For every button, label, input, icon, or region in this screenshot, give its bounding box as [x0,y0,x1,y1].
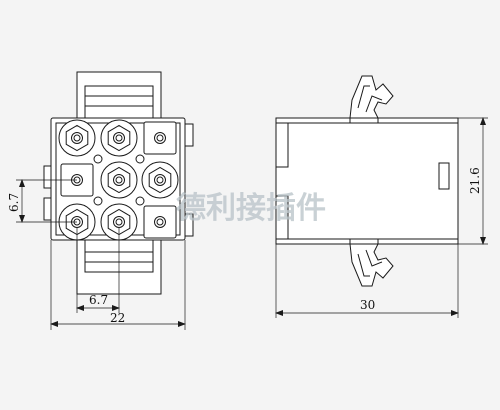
terminal-hole-outer [154,174,166,186]
polarizing-dot [135,154,145,164]
terminal-hole-outer [71,132,83,144]
cavity-hex-outer [58,119,96,157]
side-lock-window [438,162,450,190]
polarizing-dot [93,154,103,164]
terminal-hole-inner [156,218,164,226]
side-dimensions: 30 21.6 [275,117,488,318]
cavity-hex [65,124,89,152]
dim-height-label: 21.6 [468,167,482,194]
front-dimensions: 22 6.7 6.7 [7,179,186,330]
terminal-hole-outer [154,132,166,144]
cavity-hex [148,166,172,194]
polarizing-dot [93,196,103,206]
top-latch [76,71,162,119]
side-view [275,75,459,287]
side-rib-lower [275,195,289,240]
cavity-hex [107,166,131,194]
terminal-hole-inner [156,134,164,142]
terminal-hole-outer [113,132,125,144]
watermark-text: 德利接插件 [176,191,326,226]
side-bottom-latch [349,243,394,287]
front-view [43,71,194,295]
cavity-hex [107,124,131,152]
side-top-latch [349,75,394,119]
terminal-hole-outer [154,216,166,228]
cavity-hex-outer [141,161,179,199]
terminal-hole-inner [73,134,81,142]
polarizing-dot [135,196,145,206]
terminal-hole-inner [156,176,164,184]
cavity-hex-outer [100,119,138,157]
terminal-hole-inner [115,218,123,226]
terminal-hole-inner [115,134,123,142]
cavity-square [143,205,177,239]
side-housing [275,117,459,245]
terminal-hole-inner [115,176,123,184]
side-rib-upper [275,122,289,168]
terminal-hole-outer [113,174,125,186]
cavity-grid [58,119,179,241]
dim-pitch-h-label: 6.7 [89,293,108,307]
dim-length-label: 30 [360,298,375,312]
terminal-hole-outer [113,216,125,228]
dim-pitch-v-label: 6.7 [7,193,21,212]
dim-width-label: 22 [110,311,125,325]
cavity-hex-outer [100,161,138,199]
cavity-square [143,121,177,155]
